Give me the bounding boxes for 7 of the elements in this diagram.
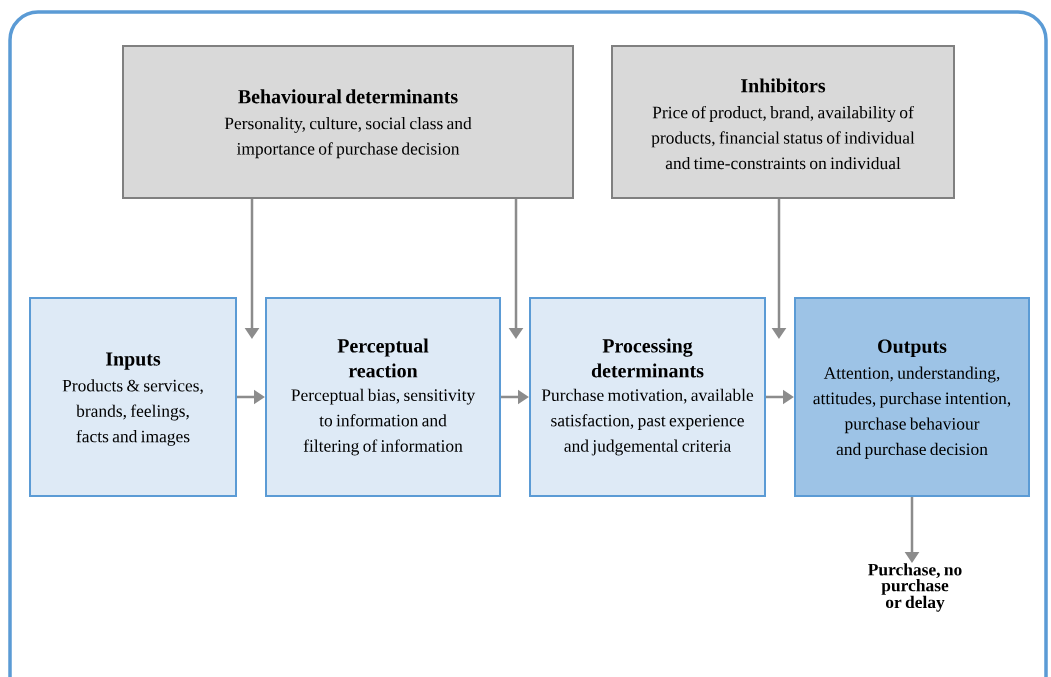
process-box: Inputs Products & services, brands, feelings, facts and images (29, 297, 237, 497)
output-box: Outputs Attention, understanding, attitudes, purchase intention, purchase behaviour and purchase decision (794, 297, 1030, 497)
process-box: Processing determinants Purchase motivation, available satisfaction, past experience and judgemental criteria (529, 297, 766, 497)
inhibitor-box: Inhibitors Price of product, brand, availability of products, financial status of individual and time-constraints on individual (611, 45, 955, 199)
process-box: Perceptual reaction Perceptual bias, sensitivity to information and filtering of information (265, 297, 501, 497)
determinant-box: Behavioural determinants Personality, culture, social class and importance of purchase decision (122, 45, 574, 199)
result-text: Purchase, no purchase or delay (868, 563, 962, 612)
